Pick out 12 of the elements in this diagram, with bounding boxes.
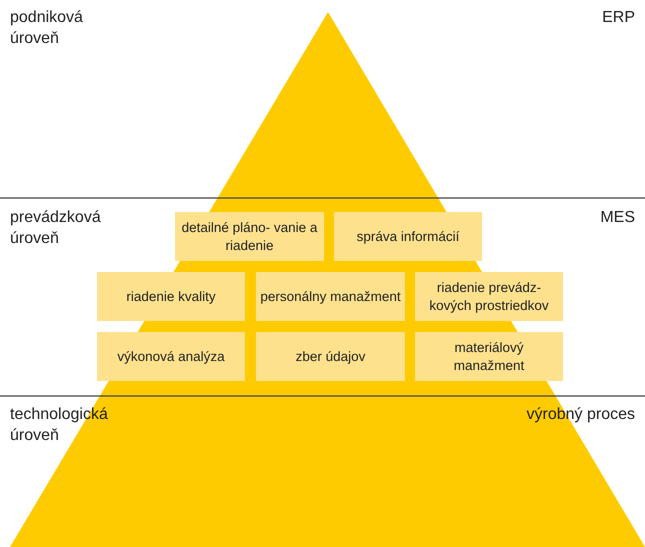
function-box: riadenie kvality [97,272,245,321]
system-label: MES [600,208,635,228]
level-label: podniková úroveň [10,8,84,49]
system-label: ERP [601,8,635,28]
function-box: riadenie prevádz- kových prostriedkov [415,272,563,321]
function-box: výkonová analýza [97,332,245,381]
function-box: zber údajov [256,332,405,381]
function-box: správa informácií [334,212,482,261]
function-box: personálny manažment [256,272,405,321]
function-box: materiálový manažment [415,332,563,381]
function-box: detailné pláno- vanie a riadenie [175,212,324,261]
level-label: prevádzková úroveň [10,208,102,249]
